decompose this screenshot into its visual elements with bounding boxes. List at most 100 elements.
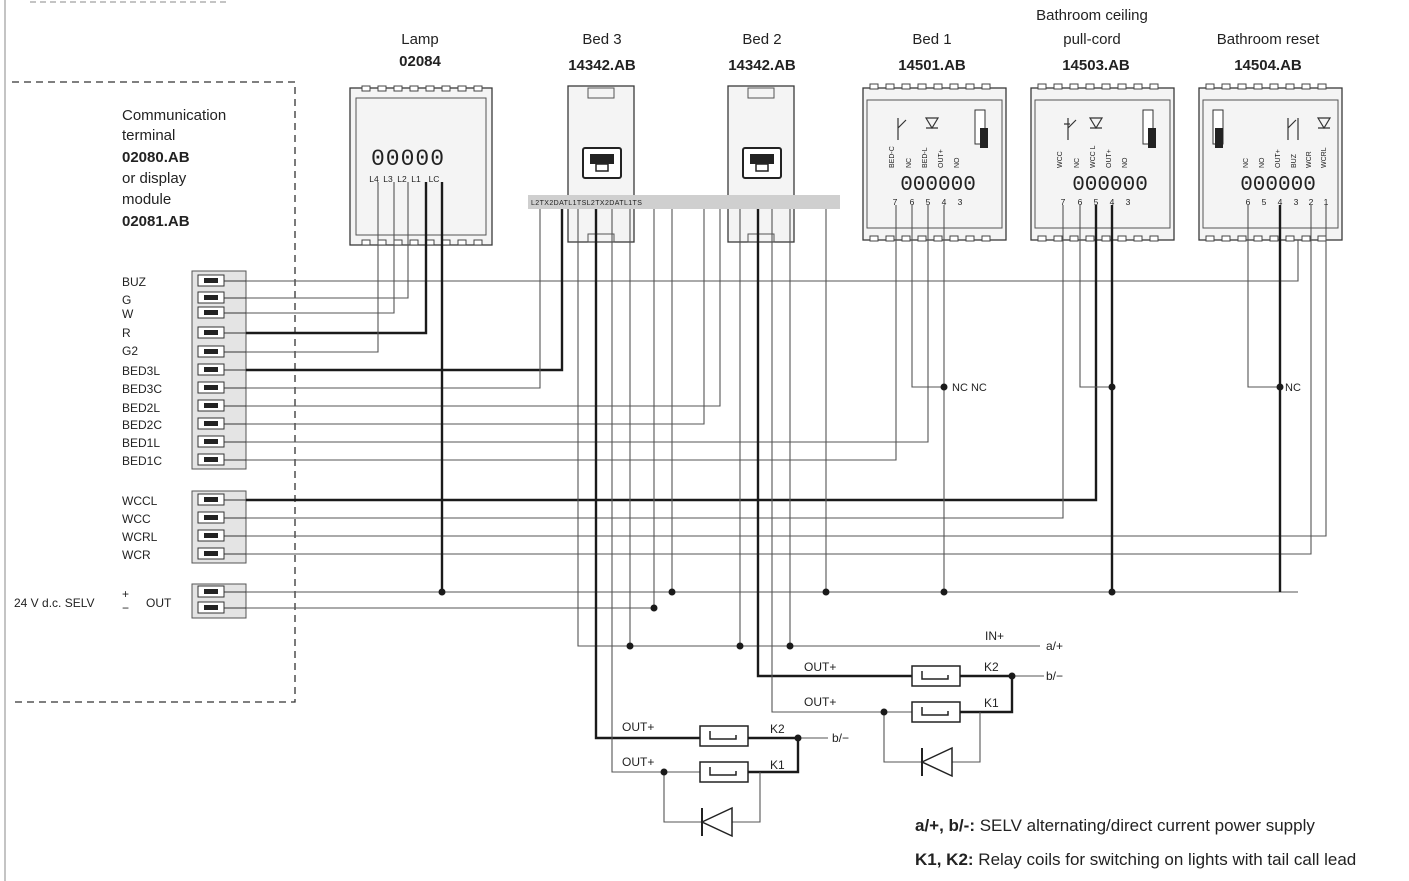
dot-in-bed3 xyxy=(626,642,634,650)
supply-minus: − xyxy=(122,601,129,615)
terminal-screw-slot xyxy=(204,457,218,462)
wire-bed1c xyxy=(246,205,897,461)
label-bed1c: BED1C xyxy=(122,454,162,468)
pullcord-label-nc: NC xyxy=(1074,158,1081,168)
bed1-pin-7: 7 xyxy=(893,197,898,207)
pullcord-notch-top xyxy=(1037,83,1047,90)
reset-notch-bottom xyxy=(1269,235,1279,242)
right-out2-label: OUT+ xyxy=(804,695,836,709)
left-relay-k2-coil xyxy=(709,731,737,740)
reset-label-buz: BUZ xyxy=(1291,153,1298,168)
lamp-name: Lamp xyxy=(401,31,439,48)
reset-inner xyxy=(1202,99,1339,229)
lamp-notch-bottom xyxy=(409,239,419,246)
terminal-screw-slot xyxy=(204,551,218,556)
lamp-notch-bottom xyxy=(441,239,451,246)
lamp-pin-l2: L2 xyxy=(397,174,407,184)
reset-notch-bottom xyxy=(1253,235,1263,242)
lamp-notch-bottom xyxy=(457,239,467,246)
lamp-notch-top xyxy=(425,85,435,92)
bed3-bottom-clip xyxy=(587,233,615,243)
bed3-out1-wire xyxy=(594,209,700,740)
label-bed3c: BED3C xyxy=(122,382,162,396)
bed1-code: 14501.AB xyxy=(898,57,966,74)
reset-code: 14504.AB xyxy=(1234,57,1302,74)
bed2-socket-latch xyxy=(755,163,769,172)
reset-notch-bottom xyxy=(1301,235,1311,242)
dot-reset-nc xyxy=(1276,383,1284,391)
relay-wiring: IN+ a/+ OUT+ OUT+ K2 K1 b/− OUT+ OUT+ K2… xyxy=(577,209,1063,838)
pullcord-label-out: OUT+ xyxy=(1106,149,1113,168)
lamp-pin-lc: LC xyxy=(429,174,440,184)
lamp-body xyxy=(349,87,493,246)
label-bed2l: BED2L xyxy=(122,401,160,415)
pullcord-pin-7: 7 xyxy=(1061,197,1066,207)
terminal-screw-slot xyxy=(204,310,218,315)
reset-notch-bottom xyxy=(1317,235,1327,242)
bed1-pin-3: 3 xyxy=(958,197,963,207)
pullcord-notch-top xyxy=(1101,83,1111,90)
dot-bed3-minus xyxy=(650,604,658,612)
reset-pin-4: 4 xyxy=(1278,197,1283,207)
pullcord-notches xyxy=(1037,83,1159,242)
dot-left-k2 xyxy=(794,734,802,742)
bed1-name: Bed 1 xyxy=(912,31,951,48)
reset-nc-wire xyxy=(1247,205,1280,388)
bed1-led-symbol xyxy=(924,117,940,130)
supply-out: OUT xyxy=(146,596,172,610)
left-out1-label: OUT+ xyxy=(622,720,654,734)
pullcord-pin-3: 3 xyxy=(1126,197,1131,207)
pullcord-pin-6: 6 xyxy=(1078,197,1083,207)
wire-in-plus xyxy=(577,209,1040,647)
bed2-device xyxy=(727,85,795,243)
bed3-clip xyxy=(587,87,615,99)
terminal-code-1: 02080.AB xyxy=(122,149,190,166)
terminal-title-line4: module xyxy=(122,191,171,208)
bed1-label-nc: NC xyxy=(906,158,913,168)
bed1-label-no: NO xyxy=(954,157,961,168)
left-k1-label: K1 xyxy=(770,758,785,772)
in-plus-label: IN+ xyxy=(985,629,1004,643)
lamp-notch-top xyxy=(361,85,371,92)
terminal-title-line3: or display xyxy=(122,170,187,187)
right-relay-k2 xyxy=(911,665,961,687)
pullcord-switch-symbol xyxy=(1064,118,1077,140)
bed1-notch-top xyxy=(869,83,879,90)
bed1-notch-top xyxy=(917,83,927,90)
terminal-code-2: 02081.AB xyxy=(122,213,190,230)
bed1-notch-top xyxy=(949,83,959,90)
right-b-minus-label: b/− xyxy=(1046,669,1063,683)
junction-dots xyxy=(438,383,1284,776)
lamp-notch-top xyxy=(473,85,483,92)
lamp-notch-bottom xyxy=(377,239,387,246)
pullcord-name-line2: pull-cord xyxy=(1063,31,1121,48)
lamp-notches xyxy=(361,85,483,246)
wire-wcc xyxy=(246,205,1064,519)
label-bed2c: BED2C xyxy=(122,418,162,432)
bed1-label-out: OUT+ xyxy=(938,149,945,168)
left-out2-label: OUT+ xyxy=(622,755,654,769)
terminal-screw-slot xyxy=(204,295,218,300)
dot-bed2-plus xyxy=(822,588,830,596)
terminal-screw-slot xyxy=(204,515,218,520)
pullcord-notch-bottom xyxy=(1101,235,1111,242)
label-w: W xyxy=(122,307,134,321)
bed1-nc-wire xyxy=(911,205,944,388)
bed2-name: Bed 2 xyxy=(742,31,781,48)
terminal-labels-top: BUZ G W R G2 BED3L BED3C BED2L BED2C BED… xyxy=(122,275,162,468)
bed1-notch-bottom xyxy=(981,235,991,242)
terminal-labels-wc: WCCL WCC WCRL WCR xyxy=(122,494,158,562)
bed1-bar-fill xyxy=(980,128,988,148)
reset-digits: 000000 xyxy=(1240,174,1316,197)
lamp-notch-top xyxy=(393,85,403,92)
supply-voltage-label: 24 V d.c. SELV xyxy=(14,596,95,610)
wire-bed3c xyxy=(246,209,541,389)
pullcord-bar-fill xyxy=(1148,128,1156,148)
supply-plus: + xyxy=(122,587,129,601)
dot-pullcord-nc xyxy=(1108,383,1116,391)
left-relay-k1 xyxy=(699,761,749,783)
bed2-out1-wire xyxy=(756,209,912,678)
junction-label-ncnc: NC NC xyxy=(952,382,987,394)
wire-wcr xyxy=(246,205,1312,555)
